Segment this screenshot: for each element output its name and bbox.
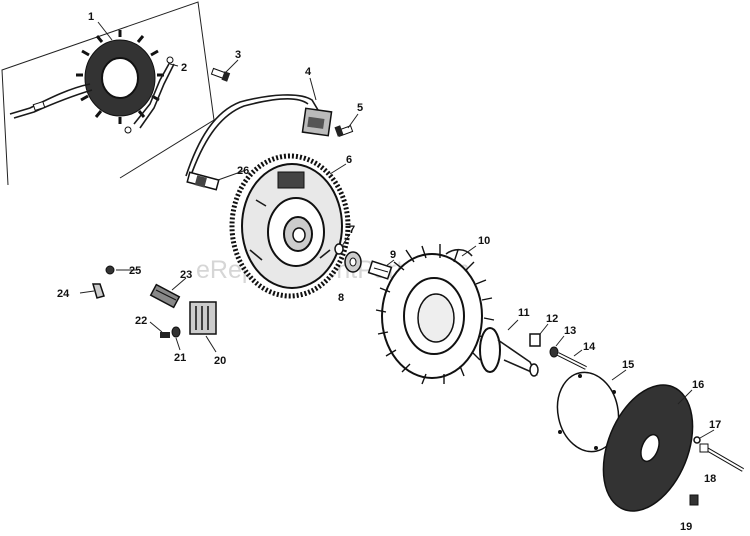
callout-1: 1 — [88, 11, 94, 23]
nut-25[interactable] — [105, 265, 115, 275]
plug-19[interactable] — [689, 494, 699, 506]
rotating-screen[interactable] — [586, 372, 710, 524]
callout-11: 11 — [518, 307, 530, 319]
callout-7: 7 — [349, 224, 355, 236]
nut-9[interactable] — [367, 260, 393, 280]
washer-17[interactable] — [693, 436, 701, 444]
callout-3: 3 — [235, 49, 241, 61]
callout-24: 24 — [57, 288, 70, 300]
gasket-ring[interactable] — [550, 367, 625, 458]
spark-plug[interactable] — [186, 171, 220, 191]
pin-14[interactable] — [557, 352, 587, 370]
screw-22[interactable] — [160, 332, 170, 338]
callout-18: 18 — [704, 473, 716, 485]
callout-10: 10 — [478, 235, 490, 247]
ignition-lead[interactable] — [185, 94, 333, 179]
callout-9: 9 — [390, 249, 396, 261]
washer-21[interactable] — [171, 326, 181, 338]
callout-22: 22 — [135, 315, 147, 327]
callout-labels: 1 2 3 4 5 6 7 8 9 10 11 12 13 14 15 16 1… — [57, 11, 721, 533]
fan-hub[interactable] — [479, 327, 539, 377]
washer-7[interactable] — [334, 243, 344, 255]
stator-assembly[interactable] — [1, 1, 215, 186]
callout-8: 8 — [338, 292, 344, 304]
screw-5[interactable] — [334, 125, 354, 137]
callout-6: 6 — [346, 154, 352, 166]
cooling-fan[interactable] — [375, 244, 495, 385]
callout-21: 21 — [174, 352, 186, 364]
terminal-23[interactable] — [149, 283, 181, 309]
flywheel[interactable] — [229, 153, 351, 299]
screw-3[interactable] — [210, 67, 231, 82]
callout-5: 5 — [357, 102, 363, 114]
washer-13[interactable] — [549, 346, 559, 358]
callout-23: 23 — [180, 269, 192, 281]
callout-14: 14 — [583, 341, 596, 353]
callout-26: 26 — [237, 165, 249, 177]
callout-15: 15 — [622, 359, 634, 371]
callout-19: 19 — [680, 521, 692, 533]
leader-lines — [79, 21, 715, 439]
callout-20: 20 — [214, 355, 226, 367]
rectifier-20[interactable] — [189, 301, 217, 335]
callout-25: 25 — [129, 265, 141, 277]
callout-16: 16 — [692, 379, 704, 391]
callout-2: 2 — [181, 62, 187, 74]
callout-4: 4 — [305, 66, 312, 78]
callout-13: 13 — [564, 325, 576, 337]
clip-24[interactable] — [92, 283, 105, 299]
washer-8[interactable] — [344, 251, 362, 273]
callout-17: 17 — [709, 419, 721, 431]
callout-12: 12 — [546, 313, 558, 325]
stator-bracket[interactable] — [124, 56, 175, 134]
bushing-12[interactable] — [529, 333, 541, 347]
screw-18[interactable] — [699, 443, 745, 472]
